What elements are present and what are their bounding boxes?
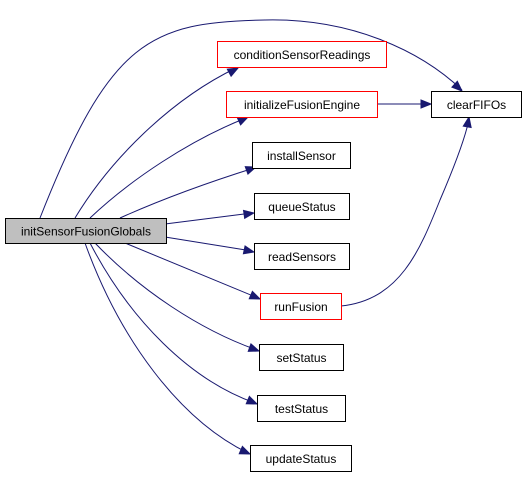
edge-arrowhead-icon [451, 80, 463, 92]
node-condition[interactable]: conditionSensorReadings [217, 41, 387, 68]
node-layer: initSensorFusionGlobals conditionSensorRe… [5, 41, 522, 472]
edge-line [89, 242, 256, 404]
edge-arrowhead-icon [238, 445, 252, 455]
node-runFusion[interactable]: runFusion [260, 293, 342, 320]
edge-root-to-read [164, 236, 256, 255]
node-box[interactable] [254, 193, 350, 220]
edge-arrowhead-icon [245, 395, 259, 405]
edge-root-to-initFusion [89, 116, 250, 219]
edge-initFusion-to-clear [377, 99, 433, 109]
edge-root-to-update [84, 242, 252, 455]
edge-arrowhead-icon [420, 99, 433, 109]
node-update[interactable]: updateStatus [250, 445, 352, 472]
node-box[interactable] [217, 41, 387, 68]
node-label: initializeFusionEngine [244, 98, 360, 112]
node-label: updateStatus [266, 452, 337, 466]
edge-root-to-clear [39, 19, 463, 219]
edge-line [94, 242, 258, 351]
node-box[interactable] [257, 395, 346, 422]
edge-arrowhead-icon [247, 343, 261, 352]
edge-line [340, 118, 470, 307]
edge-arrowhead-icon [236, 116, 250, 126]
edge-root-to-runFusion [124, 242, 262, 300]
edge-arrowhead-icon [242, 245, 256, 255]
edge-line [164, 236, 253, 252]
node-box[interactable] [5, 218, 167, 244]
node-label: installSensor [267, 149, 336, 163]
edge-root-to-test [89, 242, 259, 405]
edge-line [39, 19, 463, 219]
node-label: runFusion [274, 300, 327, 314]
node-box[interactable] [254, 243, 350, 270]
node-box[interactable] [252, 142, 351, 169]
node-clear[interactable]: clearFIFOs [431, 91, 522, 118]
node-box[interactable] [260, 293, 342, 320]
node-install[interactable]: installSensor [252, 142, 351, 169]
node-label: testStatus [275, 402, 328, 416]
edge-line [164, 212, 253, 225]
node-initFusion[interactable]: initializeFusionEngine [226, 91, 378, 118]
node-queue[interactable]: queueStatus [254, 193, 350, 220]
edge-runFusion-to-clear [340, 115, 472, 307]
edge-arrowhead-icon [248, 290, 262, 300]
node-box[interactable] [431, 91, 522, 118]
edge-root-to-queue [164, 209, 256, 225]
node-label: readSensors [268, 250, 336, 264]
node-root[interactable]: initSensorFusionGlobals [5, 218, 167, 244]
edge-root-to-set [94, 242, 261, 352]
node-label: initSensorFusionGlobals [21, 225, 151, 239]
node-box[interactable] [250, 445, 352, 472]
edge-arrowhead-icon [226, 67, 240, 78]
edge-arrowhead-icon [242, 209, 256, 220]
edge-layer [39, 19, 472, 455]
edge-line [74, 67, 237, 219]
node-box[interactable] [226, 91, 378, 118]
node-label: setStatus [276, 351, 326, 365]
node-box[interactable] [259, 344, 344, 371]
edge-line [89, 117, 247, 219]
edge-root-to-install [119, 166, 258, 219]
edge-root-to-condition [74, 67, 240, 219]
edge-line [124, 242, 259, 299]
edge-arrowhead-icon [462, 115, 472, 129]
node-label: conditionSensorReadings [234, 48, 371, 62]
node-label: queueStatus [268, 200, 335, 214]
node-set[interactable]: setStatus [259, 344, 344, 371]
edge-line [119, 167, 255, 219]
edge-line [84, 242, 249, 454]
node-label: clearFIFOs [447, 98, 506, 112]
node-test[interactable]: testStatus [257, 395, 346, 422]
node-read[interactable]: readSensors [254, 243, 350, 270]
